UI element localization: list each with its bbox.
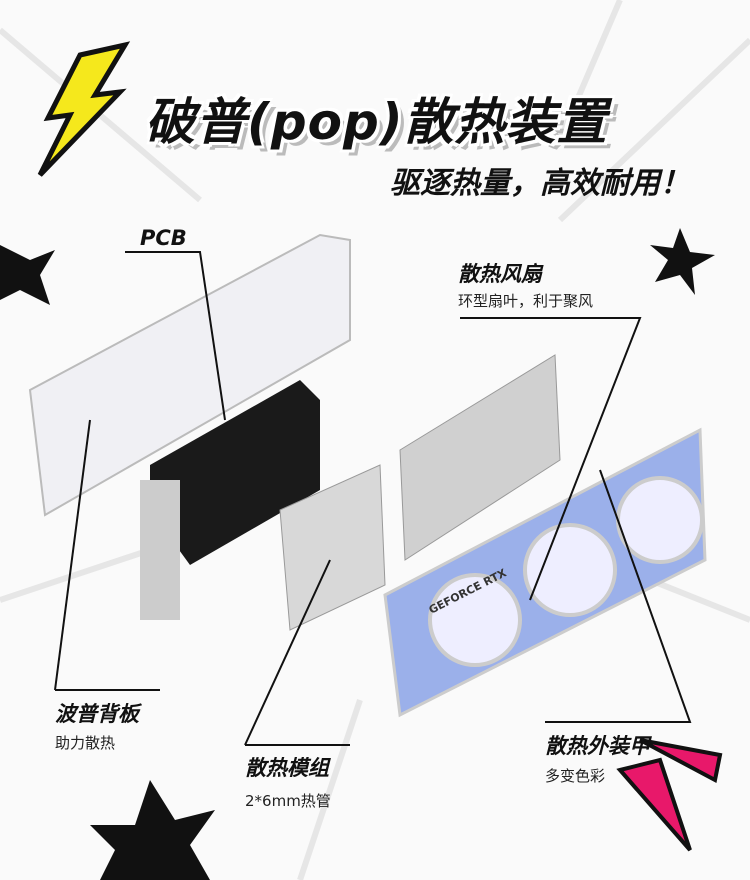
label-fan-title: 散热风扇	[458, 262, 542, 286]
label-module-desc: 2*6mm热管	[245, 792, 331, 810]
page-title: 破普(pop)散热装置	[145, 93, 608, 151]
label-backplate-title: 波普背板	[55, 702, 139, 726]
fan	[616, 476, 704, 564]
lightning-bolt-icon	[37, 41, 131, 177]
label-backplate-desc: 助力散热	[55, 734, 116, 752]
star-burst-icon	[0, 245, 55, 305]
accent-shape	[616, 757, 692, 852]
subtitle: 驱逐热量，高效耐用！	[390, 166, 690, 201]
pcb	[150, 380, 320, 565]
label-pcb: PCB	[140, 226, 187, 250]
io-bracket	[140, 480, 180, 620]
heatsink-large	[399, 354, 561, 561]
accent-shape	[639, 738, 723, 784]
star-burst-icon	[650, 228, 715, 295]
star-burst-icon	[90, 780, 215, 880]
label-armor-desc: 多变色彩	[545, 767, 606, 785]
backplate	[28, 233, 351, 517]
label-module-title: 散热模组	[245, 756, 329, 780]
label-fan-desc: 环型扇叶，利于聚风	[458, 292, 594, 310]
heatsink-small	[279, 464, 386, 631]
fan	[523, 523, 617, 617]
fan	[428, 573, 522, 667]
label-armor-title: 散热外装甲	[545, 734, 650, 758]
